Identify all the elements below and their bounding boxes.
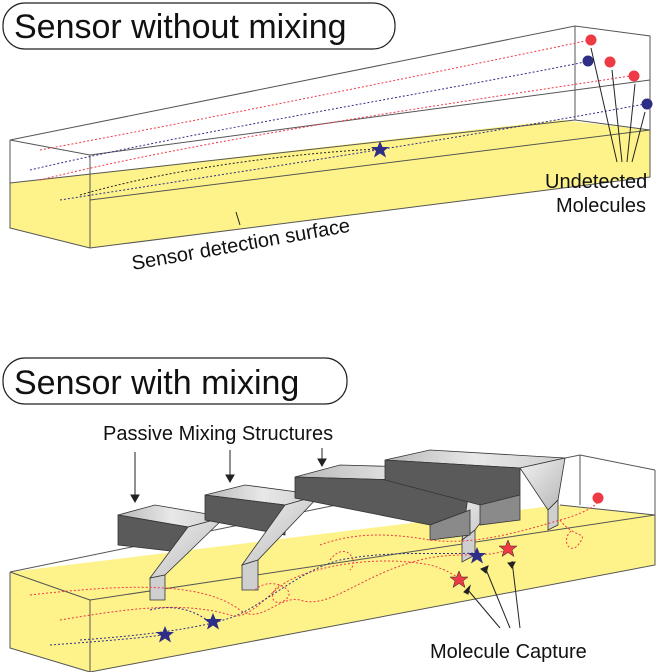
- red-molecule: [628, 70, 640, 82]
- top-title-pill: Sensor without mixing: [2, 2, 396, 50]
- mixing-structure: [204, 484, 322, 591]
- trajectories-bottom: [29, 497, 601, 646]
- trajectories-top: [29, 39, 646, 201]
- surface-pointer: [235, 211, 241, 226]
- captured-molecule-star: [204, 613, 222, 630]
- captured-molecule-star: [371, 141, 389, 158]
- red-molecule: [592, 492, 604, 504]
- undetected-label-line2: Molecules: [556, 195, 646, 217]
- channel-side-yellow: [90, 130, 650, 248]
- capture-pointers: [463, 560, 521, 629]
- detection-surface-bottom: [10, 505, 655, 600]
- undetected-label-line1: Undetected: [545, 171, 647, 193]
- red-molecule: [585, 34, 597, 46]
- channel-front-yellow-bottom: [10, 572, 90, 672]
- captured-molecule-star: [468, 547, 486, 564]
- bottom-title-pill: Sensor with mixing: [2, 357, 348, 405]
- detection-surface-top: [10, 120, 650, 200]
- channel-front-yellow: [10, 183, 90, 248]
- bottom-title: Sensor with mixing: [14, 364, 299, 402]
- channel-side-yellow-bottom: [90, 515, 655, 672]
- captured-molecule-star: [449, 570, 469, 589]
- captured-molecule-star: [156, 626, 174, 643]
- blue-molecule: [582, 55, 594, 67]
- mixing-structure: [384, 449, 566, 531]
- capture-label: Molecule Capture: [430, 641, 587, 663]
- structures-label: Passive Mixing Structures: [103, 423, 333, 445]
- channel-outline-top: [9, 25, 651, 249]
- blue-molecule: [641, 98, 653, 110]
- mixing-structure: [117, 504, 226, 601]
- top-panel: Sensor without mixing: [2, 2, 653, 275]
- molecules-bottom: [156, 492, 604, 643]
- captured-molecule-star: [498, 539, 518, 558]
- red-molecule: [604, 56, 616, 68]
- molecules-top: [371, 34, 653, 158]
- top-title: Sensor without mixing: [14, 8, 347, 46]
- mixing-structures: [117, 449, 566, 601]
- structure-pointers: [130, 448, 327, 504]
- undetected-pointers: [590, 47, 646, 163]
- bottom-panel: Sensor with mixing Passive Mixing Struct…: [2, 357, 656, 672]
